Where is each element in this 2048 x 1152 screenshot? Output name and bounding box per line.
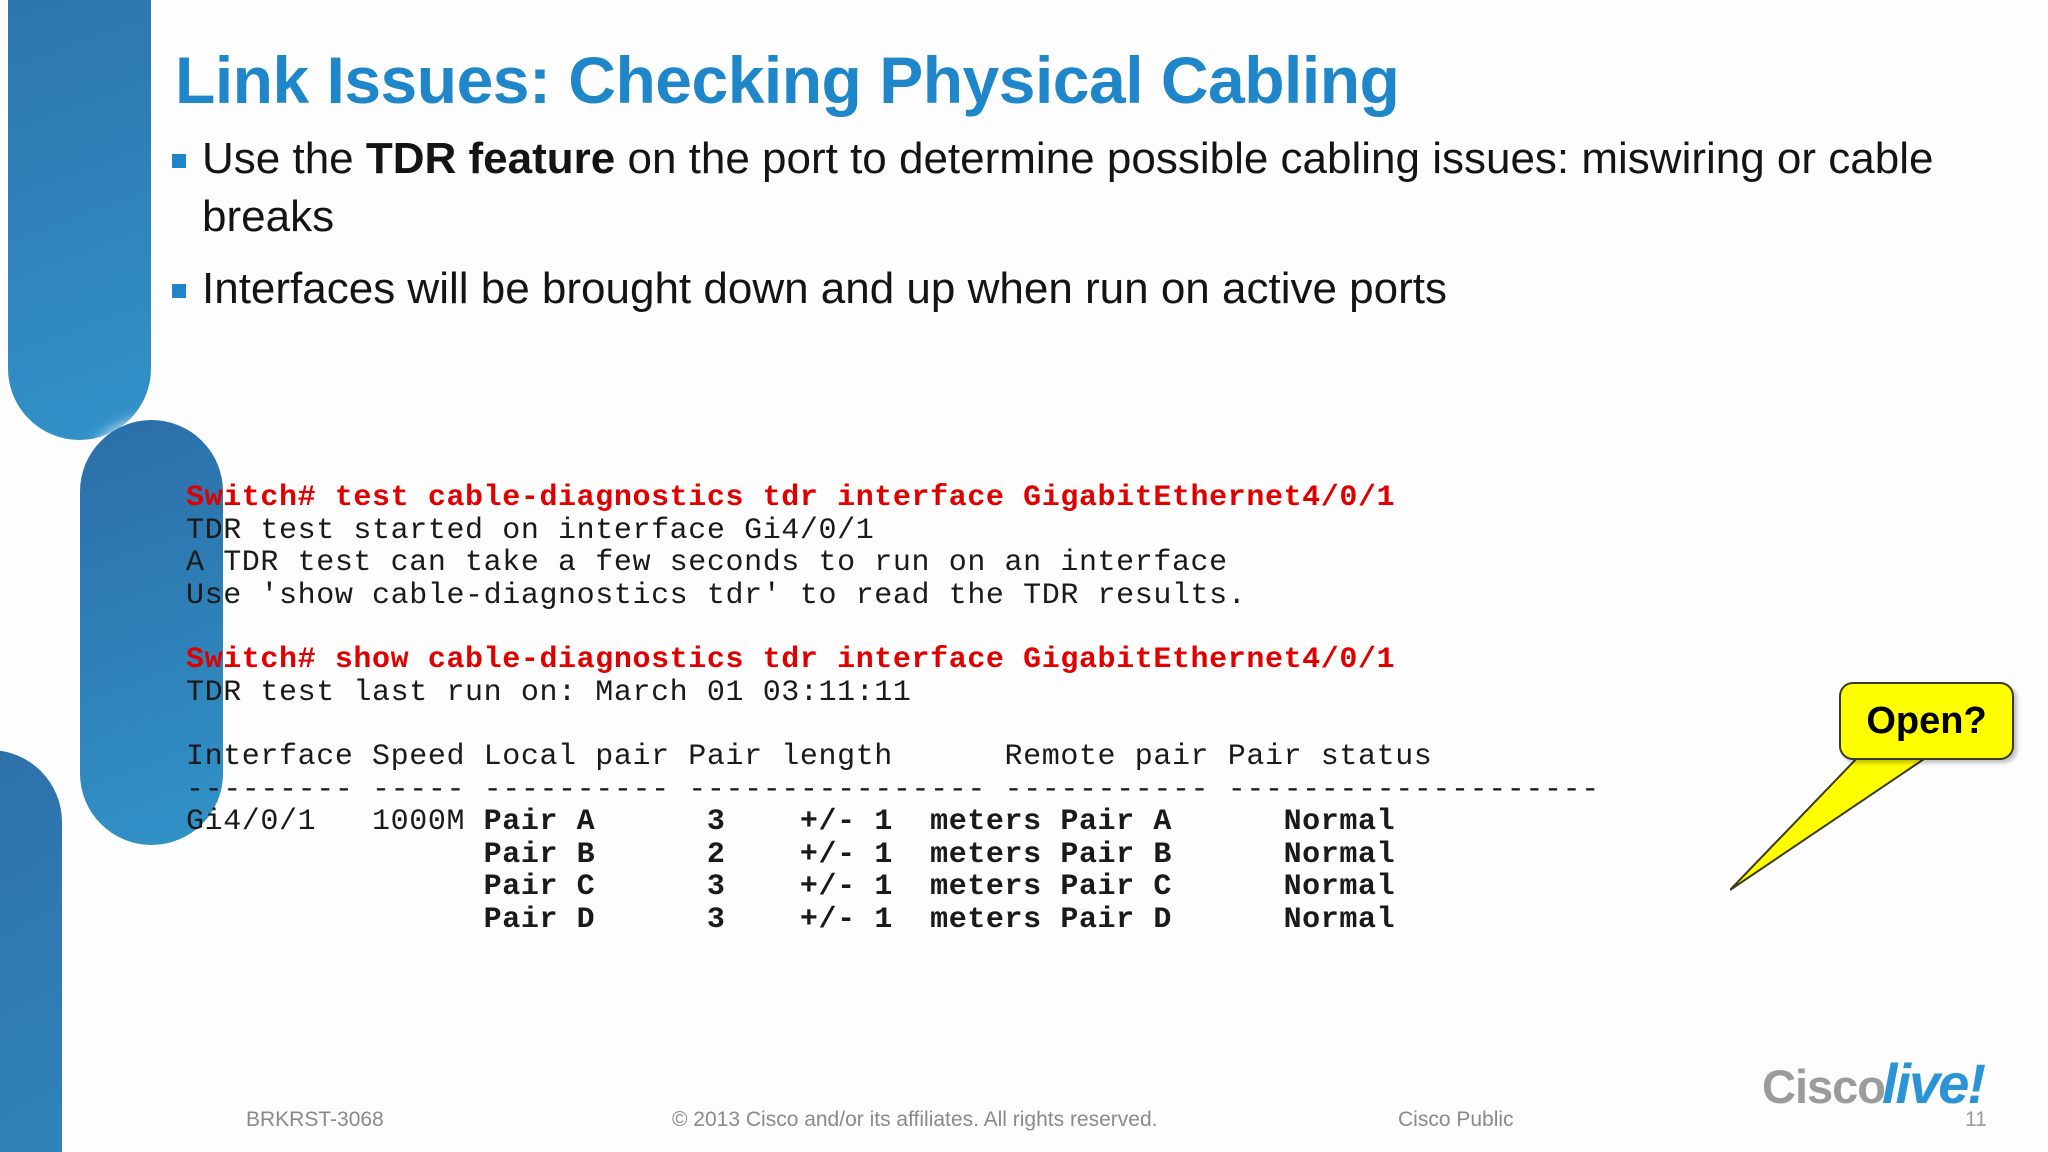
bullet-text: Use the TDR feature on the port to deter… [202, 130, 2032, 246]
footer-page-number: 11 [1965, 1108, 1987, 1131]
bullet-text: Interfaces will be brought down and up w… [202, 260, 1447, 318]
bullet-square-icon [172, 154, 186, 168]
list-item: Use the TDR feature on the port to deter… [172, 130, 2032, 246]
console-output-line: TDR test last run on: March 01 03:11:11 [186, 675, 912, 710]
table-row-lead [186, 838, 484, 872]
footer-copyright: © 2013 Cisco and/or its affiliates. All … [672, 1108, 1158, 1131]
bullet-list: Use the TDR feature on the port to deter… [172, 130, 2032, 332]
table-rule-row: --------- ----- ---------- -------------… [186, 772, 1600, 807]
table-row: Pair C 3 +/- 1 meters Pair C Normal [186, 870, 1395, 904]
console-command-1: Switch# test cable-diagnostics tdr inter… [186, 481, 1396, 515]
footer: BRKRST-3068 © 2013 Cisco and/or its affi… [0, 1088, 2048, 1152]
table-row-lead [186, 870, 484, 904]
callout-bubble: Open? [1839, 682, 2014, 760]
console-output-line: Use 'show cable-diagnostics tdr' to read… [186, 578, 1247, 613]
table-row-values: Pair B 2 +/- 1 meters Pair B Normal [483, 837, 1396, 872]
console-command-2: Switch# show cable-diagnostics tdr inter… [186, 643, 1396, 677]
table-row-lead: Gi4/0/1 1000M [186, 805, 484, 839]
table-row: Pair D 3 +/- 1 meters Pair D Normal [186, 903, 1395, 937]
logo-cisco-wordmark: Cisco [1762, 1060, 1886, 1113]
footer-session-code: BRKRST-3068 [246, 1108, 384, 1131]
table-row-values: Pair A 3 +/- 1 meters Pair A Normal [483, 805, 1396, 839]
table-row-values: Pair C 3 +/- 1 meters Pair C Normal [483, 870, 1396, 904]
bullet-square-icon [172, 284, 186, 299]
bullet-text-suffix: on the port to determine possible cablin… [202, 134, 1934, 242]
table-row-values: Pair D 3 +/- 1 meters Pair D Normal [483, 902, 1396, 937]
bullet-text-prefix: Use the [202, 134, 366, 183]
callout-label: Open? [1866, 699, 1987, 742]
callout-open: Open? [1730, 660, 2048, 930]
table-row: Pair B 2 +/- 1 meters Pair B Normal [186, 838, 1395, 872]
bullet-text-prefix: Interfaces will be brought down and up w… [202, 264, 1447, 314]
logo-live-wordmark: live! [1882, 1052, 1986, 1115]
decorative-pill-top [8, 0, 151, 440]
cisco-live-logo: Cisco live! [1762, 1051, 1986, 1116]
console-transcript: Switch# test cable-diagnostics tdr inter… [186, 482, 1600, 936]
console-blank-line [186, 709, 1600, 741]
console-output-line: A TDR test can take a few seconds to run… [186, 546, 1228, 580]
console-output-line: TDR test started on interface Gi4/0/1 [186, 513, 875, 548]
list-item: Interfaces will be brought down and up w… [172, 260, 2032, 318]
table-row-lead [186, 903, 484, 937]
table-row: Gi4/0/1 1000M Pair A 3 +/- 1 meters Pair… [186, 805, 1395, 839]
footer-classification: Cisco Public [1398, 1108, 1514, 1131]
table-header-row: Interface Speed Local pair Pair length R… [186, 740, 1433, 774]
console-blank-line [186, 612, 1600, 644]
bullet-text-emphasis: TDR feature [365, 134, 616, 183]
page-title: Link Issues: Checking Physical Cabling [175, 43, 1400, 117]
